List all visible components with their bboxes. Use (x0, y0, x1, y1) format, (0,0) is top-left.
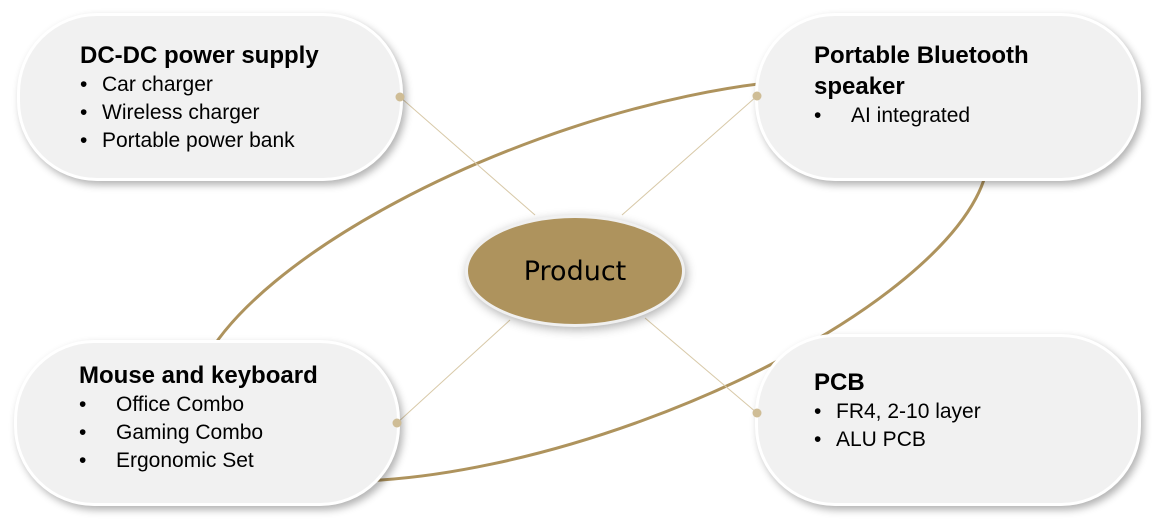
connector-top-left (399, 96, 536, 216)
list-item: FR4, 2-10 layer (814, 398, 1138, 426)
node-title: Portable Bluetooth speaker (814, 40, 1138, 102)
node-title: DC-DC power supply (80, 42, 319, 69)
list-item: Wireless charger (80, 99, 400, 127)
connector-top-right (621, 95, 758, 216)
title-line: Portable Bluetooth (814, 42, 1029, 69)
list-item: ALU PCB (814, 426, 1138, 454)
center-label: Product (523, 255, 627, 287)
list-item: Office Combo (79, 391, 397, 419)
list-item: Portable power bank (80, 127, 400, 155)
connector-bottom-left (396, 319, 511, 424)
node-title: PCB (814, 369, 865, 396)
node-dc-dc-power-supply: DC-DC power supply Car charger Wireless … (17, 13, 403, 181)
list-item: AI integrated (814, 102, 1138, 130)
list-item: Ergonomic Set (79, 447, 397, 475)
node-portable-bluetooth-speaker: Portable Bluetooth speaker AI integrated (755, 13, 1141, 181)
title-line: speaker (814, 73, 905, 100)
list-item: Gaming Combo (79, 419, 397, 447)
list-item: Car charger (80, 71, 400, 99)
node-title: Mouse and keyboard (79, 362, 318, 389)
product-center-node: Product (465, 215, 685, 327)
node-pcb: PCB FR4, 2-10 layer ALU PCB (755, 334, 1141, 506)
connector-bottom-right (644, 317, 758, 414)
node-mouse-and-keyboard: Mouse and keyboard Office Combo Gaming C… (14, 340, 400, 506)
